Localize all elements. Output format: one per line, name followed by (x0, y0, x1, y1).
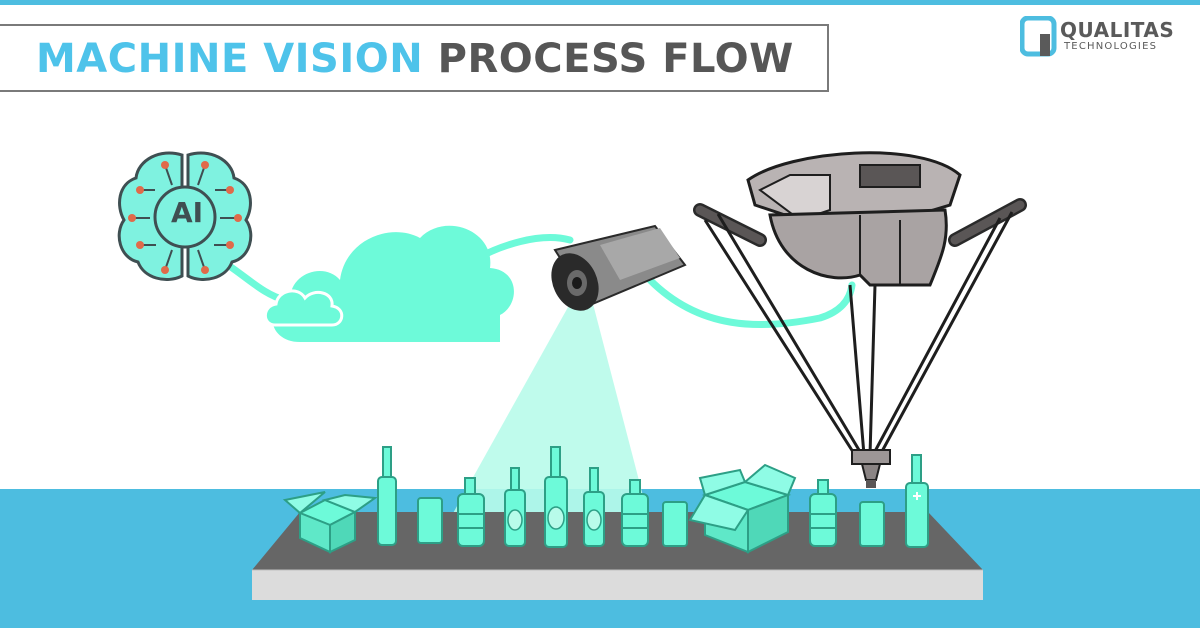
top-accent-bar (0, 0, 1200, 5)
bottle-2 (457, 477, 485, 547)
can-2 (662, 501, 688, 547)
page-title: MACHINE VISION PROCESS FLOW (36, 37, 794, 81)
logo-name: QUALITAS (1060, 18, 1175, 42)
title-highlight: MACHINE VISION (36, 36, 424, 82)
conveyor-items (282, 446, 929, 554)
open-box-center (688, 463, 797, 554)
can-1 (417, 497, 443, 544)
camera-icon (551, 224, 687, 311)
bottle-3 (504, 467, 526, 547)
ai-brain-icon (117, 151, 253, 281)
logo-tagline: TECHNOLOGIES (1064, 41, 1158, 52)
title-rest: PROCESS FLOW (437, 36, 794, 82)
qualitas-logo: QUALITAS TECHNOLOGIES (1020, 16, 1190, 60)
camera-light-beam (452, 300, 648, 515)
open-box-left (282, 491, 378, 554)
cloud-icon (263, 225, 514, 342)
delta-robot-icon (693, 151, 1027, 488)
title-banner (0, 24, 829, 92)
bottle-5 (583, 467, 605, 547)
logo-q-icon (1020, 16, 1057, 57)
bottle-7 (809, 479, 837, 547)
ai-label: AI (170, 196, 204, 229)
bottle-1 (377, 446, 397, 546)
bottle-4 (544, 446, 568, 548)
bottle-8 (905, 454, 929, 548)
bottle-6 (621, 479, 649, 547)
can-3 (859, 501, 885, 547)
